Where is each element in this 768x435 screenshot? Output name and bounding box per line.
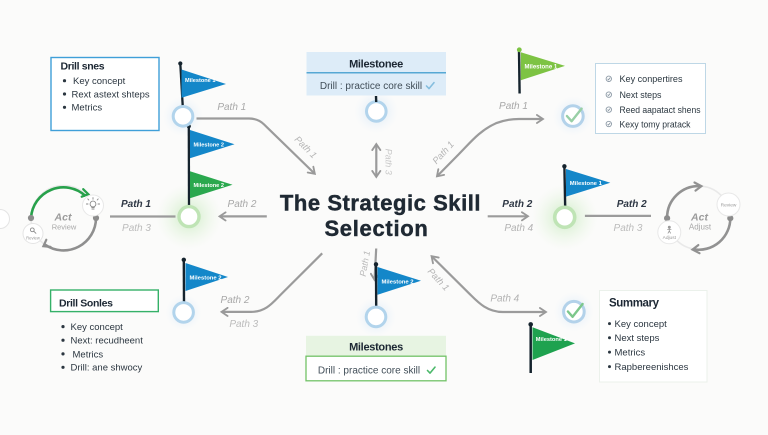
svg-text:Path 4: Path 4 [504,223,533,234]
svg-text:Act: Act [54,212,72,224]
svg-text:Rext astext shteps: Rext astext shteps [72,89,150,100]
svg-text:Milestone 2: Milestone 2 [190,276,223,282]
svg-text:Milestone 1: Milestone 1 [536,337,567,343]
svg-text:Adjust: Adjust [689,223,712,232]
svg-text:Review: Review [26,236,41,241]
svg-text:Next steps: Next steps [620,90,662,100]
svg-text:Milestonee: Milestonee [349,59,403,71]
svg-text:Metrics: Metrics [615,348,646,359]
svg-text:Key conpertires: Key conpertires [620,74,683,84]
svg-text:Metrics: Metrics [72,103,103,114]
svg-text:Path 2: Path 2 [617,199,647,210]
svg-text:Drill: ane shwocy: Drill: ane shwocy [71,363,143,374]
svg-text:Path 2: Path 2 [228,199,257,210]
svg-text:Key concept: Key concept [71,322,124,333]
svg-text:Adjust: Adjust [663,235,677,241]
svg-text:Path 1: Path 1 [121,199,151,210]
svg-text:Path 2: Path 2 [502,199,532,210]
svg-text:Path 3: Path 3 [229,319,258,330]
svg-text:Rapbereenishces: Rapbereenishces [615,362,689,373]
svg-text:Kexy tomy pratack: Kexy tomy pratack [620,119,691,129]
svg-text:Act: Act [690,212,708,224]
svg-text:Path 4: Path 4 [490,294,519,305]
svg-text:Review: Review [52,223,77,232]
svg-text:Next: recudheent: Next: recudheent [71,336,144,347]
svg-text:Path 3: Path 3 [614,223,643,234]
svg-text:Path 2: Path 2 [221,295,250,306]
svg-text:Milestone 2: Milestone 2 [194,142,224,148]
svg-text:Drill snes: Drill snes [61,61,105,73]
svg-text:Metrics: Metrics [73,349,104,360]
svg-text:Review: Review [721,203,737,209]
svg-text:Milestone 2: Milestone 2 [382,279,415,285]
svg-text:Milestones: Milestones [349,342,403,354]
svg-text:Next steps: Next steps [615,333,660,344]
svg-text:Path 1: Path 1 [358,250,372,277]
svg-text:Drill Sonles: Drill Sonles [59,298,113,310]
svg-text:Path 3: Path 3 [122,223,151,234]
svg-text:Path 1: Path 1 [499,101,528,112]
svg-text:Drill : practice core skill: Drill : practice core skill [320,81,422,92]
svg-text:Key concept: Key concept [615,319,668,330]
svg-text:Selection: Selection [324,216,428,241]
svg-text:The Strategic Skill: The Strategic Skill [280,191,481,216]
svg-text:Milestone 2: Milestone 2 [194,183,224,189]
svg-text:Milestone 1: Milestone 1 [525,65,558,71]
svg-text:Milestone 1: Milestone 1 [185,78,215,84]
svg-text:Key concept: Key concept [73,76,126,87]
svg-text:Drill : practice core skill: Drill : practice core skill [318,366,420,377]
svg-text:Path 3: Path 3 [384,149,394,175]
svg-text:Milestone 1: Milestone 1 [570,181,603,187]
svg-text:Summary: Summary [609,298,660,310]
svg-text:Reed aapatact shens: Reed aapatact shens [620,105,701,115]
svg-text:Path 1: Path 1 [217,102,246,113]
